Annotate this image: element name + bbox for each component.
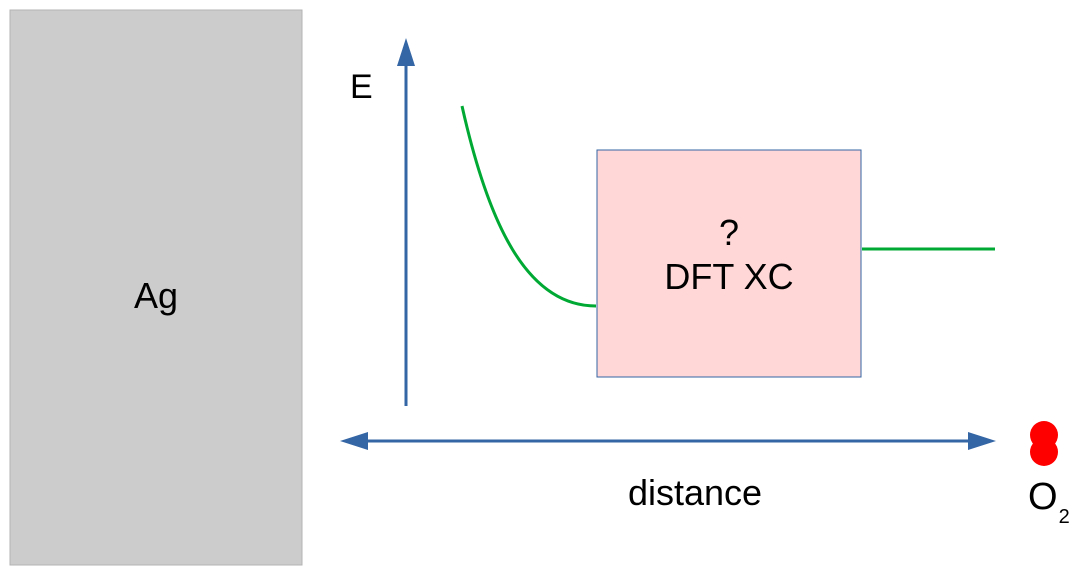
box-question-mark: ? xyxy=(718,212,740,253)
box-dft-xc-label: DFT XC xyxy=(664,256,794,297)
o2-subscript: 2 xyxy=(1058,506,1070,528)
dft-xc-box xyxy=(596,149,862,378)
oxygen-atom-bottom xyxy=(1030,438,1058,466)
energy-axis-label: E xyxy=(350,68,373,106)
distance-axis-label: distance xyxy=(627,472,763,513)
o2-label: O2 xyxy=(1028,476,1070,528)
dft-xc-box-text: ? DFT XC xyxy=(597,211,861,299)
energy-axis-arrowhead xyxy=(397,38,415,66)
distance-axis-left-arrowhead xyxy=(340,432,368,450)
energy-curve-repulsive xyxy=(460,105,597,308)
ag-label: Ag xyxy=(133,275,179,316)
o2-symbol: O xyxy=(1028,476,1058,518)
ag-slab xyxy=(9,9,303,566)
distance-axis-right-arrowhead xyxy=(968,432,996,450)
